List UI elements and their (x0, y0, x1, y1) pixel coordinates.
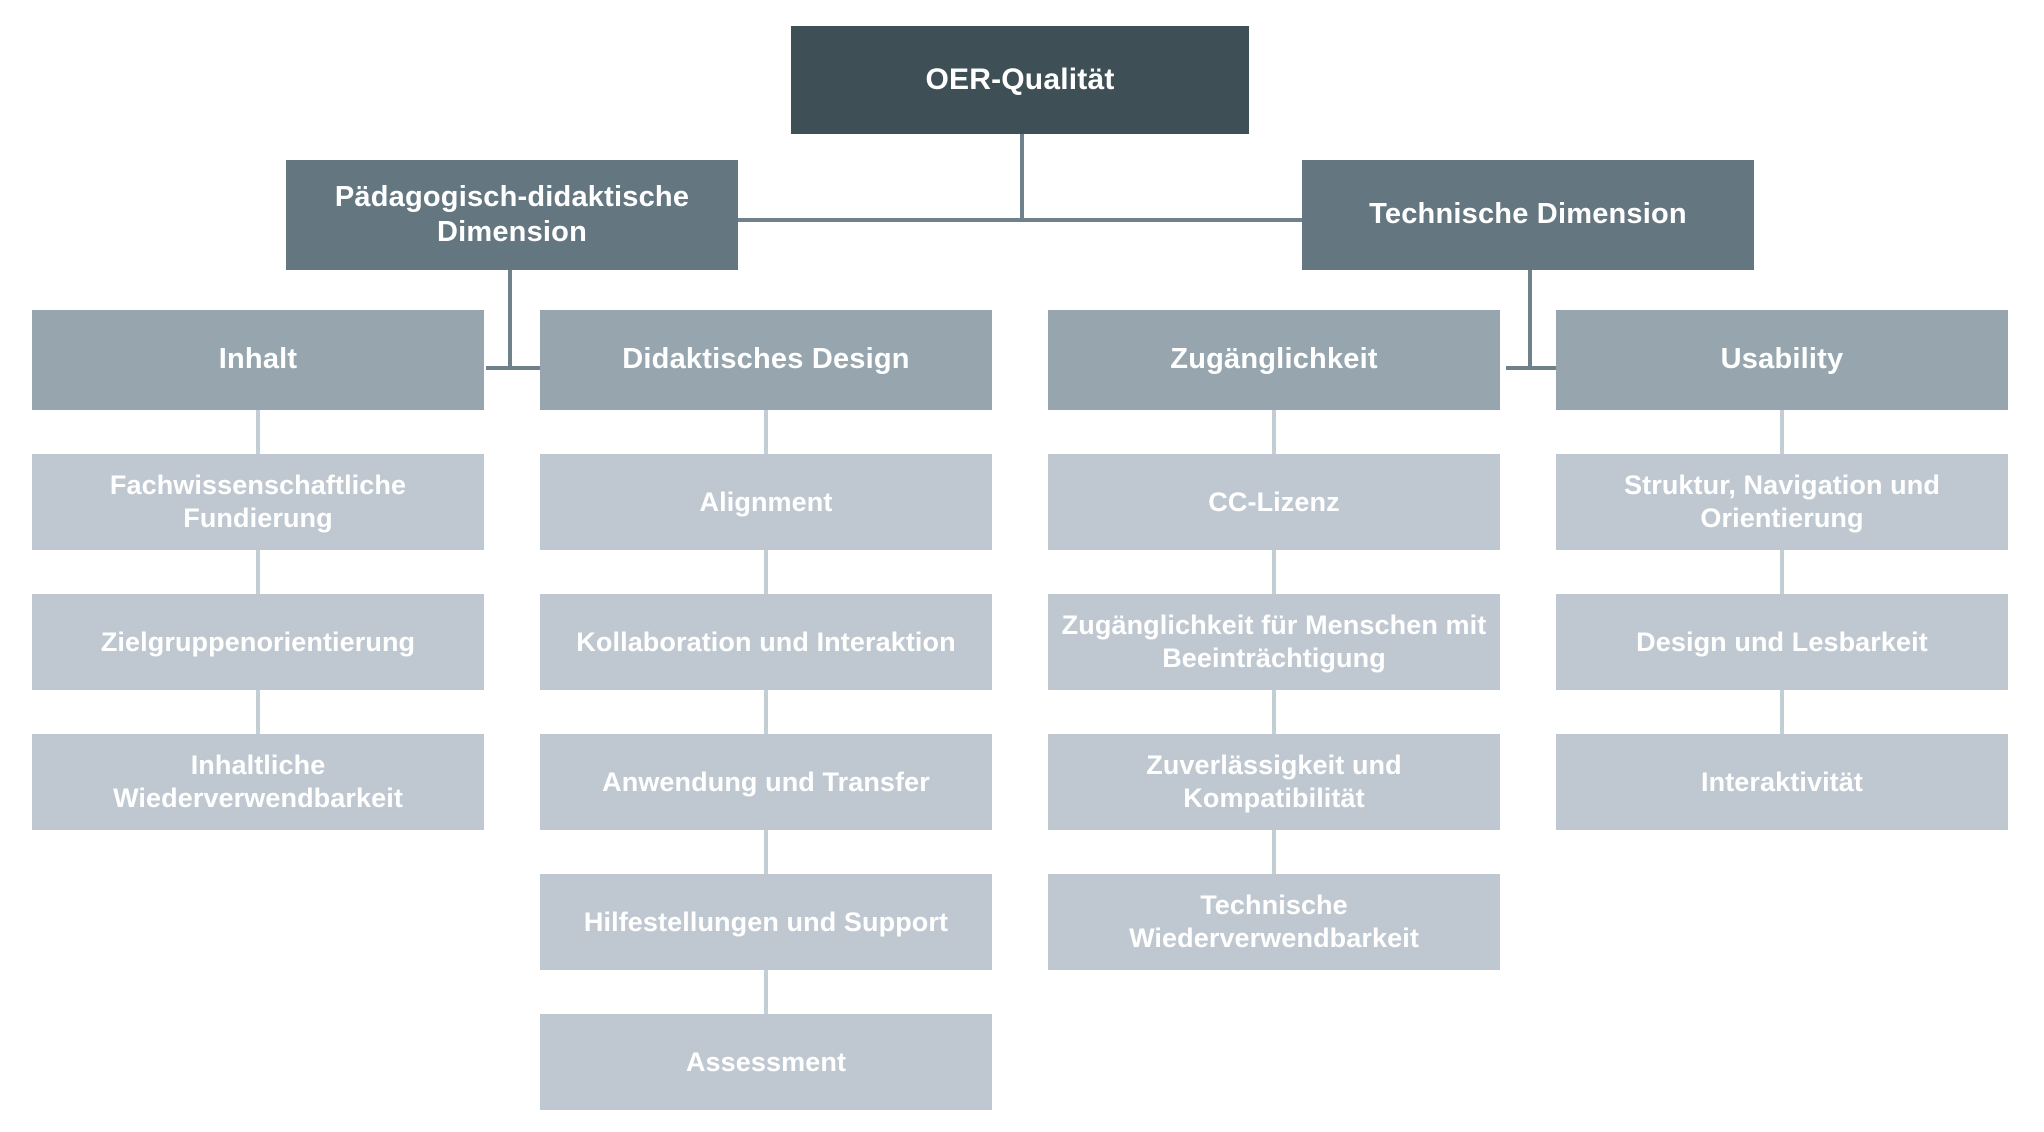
connector-inhalt-1 (256, 410, 260, 454)
connector-didaktik-3 (764, 690, 768, 734)
connector-didaktik-2 (764, 550, 768, 594)
node-zugaenglichkeit-fuer-menschen-mit-beeintraechtigung[interactable]: Zugänglichkeit für Menschen mit Beeinträ… (1048, 594, 1500, 690)
node-paedagogisch-didaktische-dimension[interactable]: Pädagogisch-didaktische Dimension (286, 160, 738, 270)
connector-usability-1 (1780, 410, 1784, 454)
node-design-und-lesbarkeit[interactable]: Design und Lesbarkeit (1556, 594, 2008, 690)
node-technische-wiederverwendbarkeit[interactable]: Technische Wiederverwendbarkeit (1048, 874, 1500, 970)
node-inhalt[interactable]: Inhalt (32, 310, 484, 410)
connector-dimensions-horizontal (736, 218, 1304, 222)
node-alignment[interactable]: Alignment (540, 454, 992, 550)
connector-pedagogical-vertical (508, 270, 512, 368)
node-oer-qualitaet[interactable]: OER-Qualität (791, 26, 1249, 134)
connector-zugang-4 (1272, 830, 1276, 874)
connector-didaktik-5 (764, 970, 768, 1014)
node-fachwissenschaftliche-fundierung[interactable]: Fachwissenschaftliche Fundierung (32, 454, 484, 550)
node-assessment[interactable]: Assessment (540, 1014, 992, 1110)
node-hilfestellungen-und-support[interactable]: Hilfestellungen und Support (540, 874, 992, 970)
node-kollaboration-und-interaktion[interactable]: Kollaboration und Interaktion (540, 594, 992, 690)
node-zuverlaessigkeit-und-kompatibilitaet[interactable]: Zuverlässigkeit und Kompatibilität (1048, 734, 1500, 830)
connector-zugang-1 (1272, 410, 1276, 454)
node-didaktisches-design[interactable]: Didaktisches Design (540, 310, 992, 410)
node-cc-lizenz[interactable]: CC-Lizenz (1048, 454, 1500, 550)
connector-inhalt-2 (256, 550, 260, 594)
node-technische-dimension[interactable]: Technische Dimension (1302, 160, 1754, 270)
node-zielgruppenorientierung[interactable]: Zielgruppenorientierung (32, 594, 484, 690)
node-anwendung-und-transfer[interactable]: Anwendung und Transfer (540, 734, 992, 830)
node-usability[interactable]: Usability (1556, 310, 2008, 410)
node-zugaenglichkeit[interactable]: Zugänglichkeit (1048, 310, 1500, 410)
node-interaktivitaet[interactable]: Interaktivität (1556, 734, 2008, 830)
connector-didaktik-4 (764, 830, 768, 874)
connector-inhalt-3 (256, 690, 260, 734)
connector-zugang-3 (1272, 690, 1276, 734)
connector-pedagogical-tbar (486, 366, 544, 370)
connector-usability-2 (1780, 550, 1784, 594)
connector-usability-3 (1780, 690, 1784, 734)
connector-didaktik-1 (764, 410, 768, 454)
connector-technical-vertical (1528, 270, 1532, 368)
connector-zugang-2 (1272, 550, 1276, 594)
node-struktur-navigation-und-orientierung[interactable]: Struktur, Navigation und Orientierung (1556, 454, 2008, 550)
node-inhaltliche-wiederverwendbarkeit[interactable]: Inhaltliche Wiederverwendbarkeit (32, 734, 484, 830)
connector-root-vertical (1020, 134, 1024, 222)
connector-technical-tbar (1506, 366, 1564, 370)
